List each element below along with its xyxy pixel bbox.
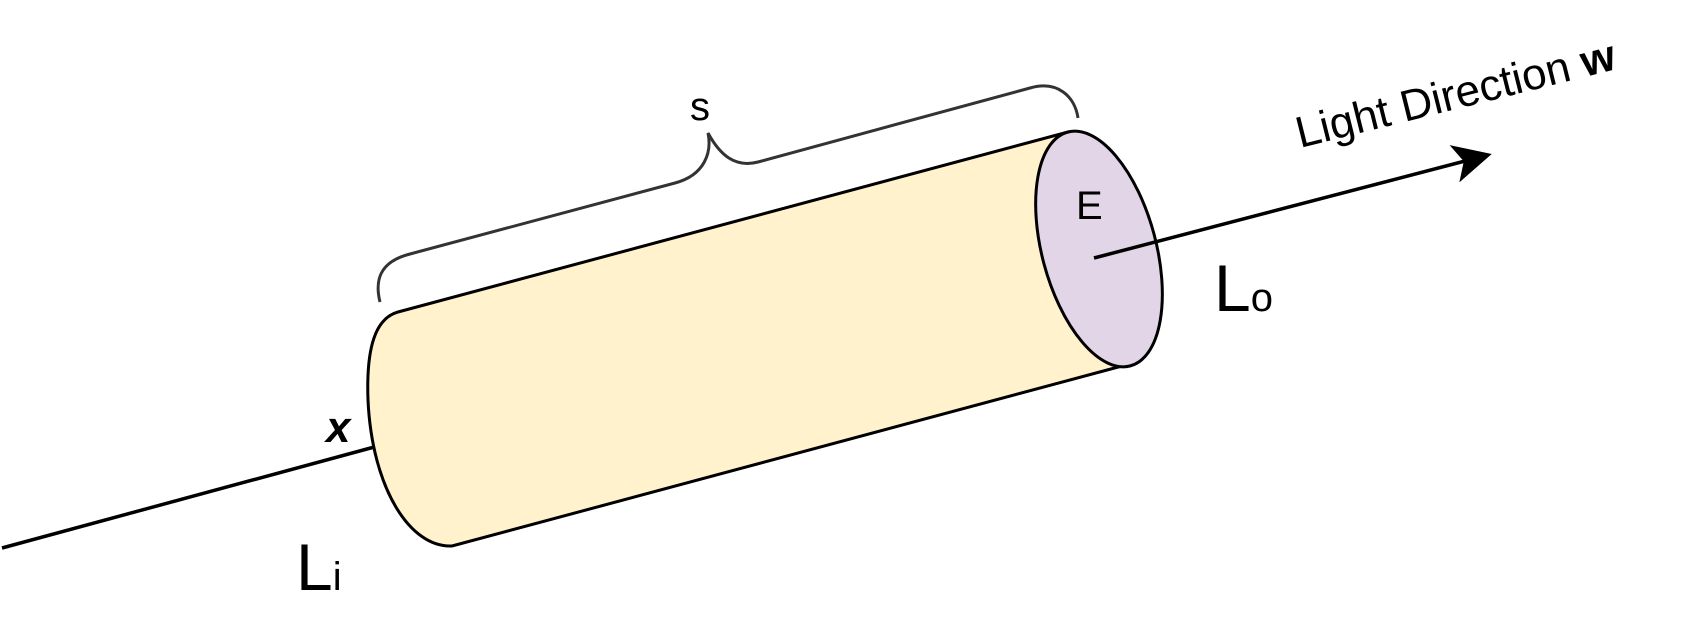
segment-length-label: s xyxy=(690,85,710,129)
light-direction-label: Light Direction w xyxy=(1291,31,1622,158)
incoming-radiance-main: L xyxy=(296,530,333,604)
outgoing-radiance-subscript: o xyxy=(1251,276,1273,320)
outgoing-radiance-label: Lo xyxy=(1214,251,1273,325)
cylinder-body xyxy=(366,130,1124,548)
emission-label: E xyxy=(1076,184,1103,228)
outgoing-radiance-main: L xyxy=(1214,251,1251,325)
light-direction-text: Light Direction xyxy=(1291,39,1588,158)
incoming-radiance-subscript: i xyxy=(333,555,342,599)
incoming-ray-line xyxy=(1,444,379,550)
cylinder-end-cap xyxy=(1034,129,1164,369)
light-direction-arrow xyxy=(1093,145,1492,260)
length-brace xyxy=(376,84,1080,303)
incoming-radiance-label: Li xyxy=(296,530,342,604)
start-point-label: x xyxy=(324,403,352,452)
